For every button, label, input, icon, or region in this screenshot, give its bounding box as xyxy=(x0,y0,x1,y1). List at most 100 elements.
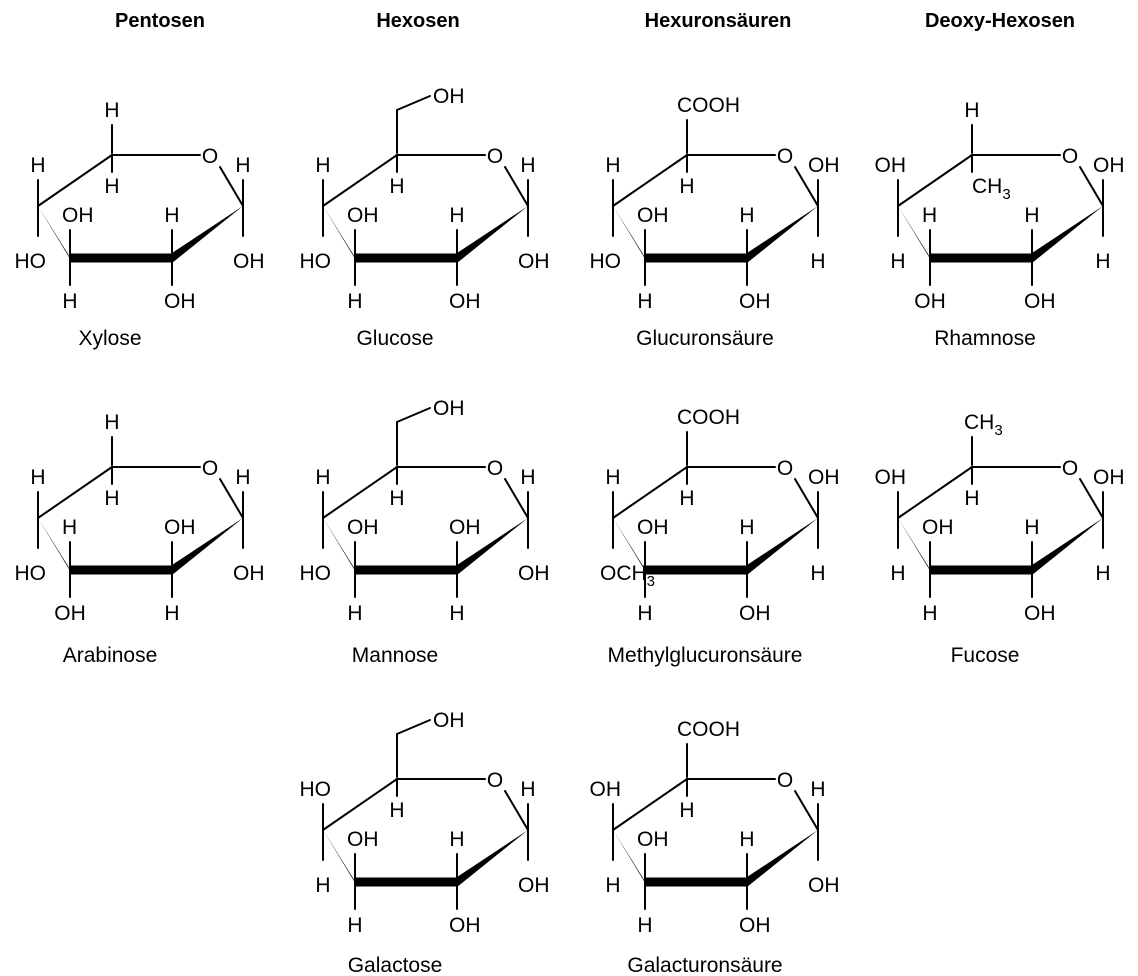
bond-c4-c5 xyxy=(37,154,113,207)
substituent-c5-up: OH xyxy=(433,709,465,732)
substituent-c1-down: OH xyxy=(518,250,550,273)
bond-o-c1 xyxy=(1079,166,1104,207)
substituent-c5-down: H xyxy=(104,487,119,510)
ring-oxygen: O xyxy=(1062,457,1078,480)
molecule-name: Methylglucuronsäure xyxy=(608,644,803,667)
substituent-c5-up: COOH xyxy=(677,94,740,117)
bond-c4-c3-wedge xyxy=(898,206,932,262)
substituent-c3-up: OH xyxy=(637,516,669,539)
substituent-c1-up: H xyxy=(235,466,250,489)
substituent-c3-down: H xyxy=(62,290,77,313)
substituent-c2-up: H xyxy=(449,204,464,227)
bond-c4-c3-wedge xyxy=(613,518,647,574)
bond-o-c1 xyxy=(219,166,244,207)
ring-oxygen: O xyxy=(202,457,218,480)
substituent-c2-down: H xyxy=(449,602,464,625)
substituent-c1-up: OH xyxy=(808,154,840,177)
substituent-c5-up: H xyxy=(104,411,119,434)
ring-oxygen: O xyxy=(487,145,503,168)
substituent-c1-up: H xyxy=(520,154,535,177)
bond-o-c1 xyxy=(794,790,819,831)
substituent-c3-up: H xyxy=(62,516,77,539)
substituent-c4-up: HO xyxy=(300,778,332,801)
substituent-c3-down: OH xyxy=(54,602,86,625)
substituent-c1-down: H xyxy=(810,562,825,585)
ring-oxygen: O xyxy=(487,457,503,480)
bond-c2-c1-wedge xyxy=(457,518,528,575)
substituent-c1-down: OH xyxy=(518,562,550,585)
substituent-c2-up: H xyxy=(739,204,754,227)
bond-c4-c5 xyxy=(322,154,398,207)
substituent-c1-down: OH xyxy=(808,874,840,897)
substituent-c3-up: OH xyxy=(62,204,94,227)
bond-c2-c1-wedge xyxy=(172,206,243,263)
column-headers: Pentosen Hexosen Hexuronsäuren Deoxy-Hex… xyxy=(115,10,1075,32)
bond-o-c1 xyxy=(504,478,529,519)
ring-oxygen: O xyxy=(487,769,503,792)
substituent-c3-down: H xyxy=(347,602,362,625)
substituent-c4-up: H xyxy=(315,466,330,489)
bond-ch2-oh xyxy=(396,719,431,735)
ring-oxygen: O xyxy=(1062,145,1078,168)
substituent-c4-down: H xyxy=(605,874,620,897)
substituent-c1-down: OH xyxy=(233,562,265,585)
bond-o-c1 xyxy=(794,166,819,207)
substituent-c5-down: H xyxy=(389,799,404,822)
substituent-c2-up: OH xyxy=(449,516,481,539)
substituent-c4-down: HO xyxy=(15,250,47,273)
substituent-c4-down: H xyxy=(890,250,905,273)
substituent-c2-up: H xyxy=(1024,516,1039,539)
bond-c4-c5 xyxy=(897,154,973,207)
bond-c2-c1-wedge xyxy=(747,830,818,887)
bond-c4-c5 xyxy=(322,466,398,519)
substituent-c1-up: H xyxy=(520,466,535,489)
substituent-c5-up: OH xyxy=(433,85,465,108)
substituent-c5-down: H xyxy=(389,487,404,510)
substituent-c5-up: OH xyxy=(433,397,465,420)
ring-oxygen: O xyxy=(777,769,793,792)
bond-c2-c1-wedge xyxy=(457,830,528,887)
substituent-c5-down: H xyxy=(679,487,694,510)
substituent-c5-up: CH3 xyxy=(964,411,1003,439)
substituent-c3-up: H xyxy=(922,204,937,227)
substituent-c3-down: H xyxy=(637,602,652,625)
substituent-c3-down: H xyxy=(347,914,362,937)
substituent-c4-down: H xyxy=(890,562,905,585)
bond-c4-c3-wedge xyxy=(38,206,72,262)
substituent-c2-up: H xyxy=(164,204,179,227)
substituent-c1-up: OH xyxy=(1093,466,1125,489)
substituent-c4-up: OH xyxy=(875,466,907,489)
substituent-c5-down: H xyxy=(389,175,404,198)
substituent-c2-down: OH xyxy=(739,602,771,625)
substituent-c2-up: H xyxy=(739,516,754,539)
molecule-grid: OHHHHOOHHHOHHOHXyloseOOHHHHOOHHHOHHOHGlu… xyxy=(15,85,1125,976)
header-pentosen: Pentosen xyxy=(115,10,205,32)
substituent-c4-up: H xyxy=(30,154,45,177)
substituent-c5-down: H xyxy=(104,175,119,198)
substituent-c3-up: OH xyxy=(637,828,669,851)
substituent-c3-up: OH xyxy=(347,516,379,539)
substituent-c4-down: HO xyxy=(15,562,47,585)
substituent-c1-up: H xyxy=(810,778,825,801)
substituent-c1-down: OH xyxy=(518,874,550,897)
molecule-name: Xylose xyxy=(78,327,141,350)
substituent-c3-up: OH xyxy=(637,204,669,227)
substituent-c4-down: OCH3 xyxy=(600,562,655,590)
substituent-c4-down: HO xyxy=(590,250,622,273)
substituent-c5-up: H xyxy=(964,99,979,122)
bond-c4-c5 xyxy=(897,466,973,519)
substituent-c1-up: OH xyxy=(1093,154,1125,177)
bond-c4-c3-wedge xyxy=(613,206,647,262)
molecule-name: Rhamnose xyxy=(934,327,1036,350)
molecule-name: Mannose xyxy=(352,644,438,667)
substituent-c2-down: OH xyxy=(449,290,481,313)
bond-c4-c3-wedge xyxy=(323,518,357,574)
substituent-c2-down: OH xyxy=(739,290,771,313)
header-hexuronsaeuren: Hexuronsäuren xyxy=(645,10,792,32)
bond-o-c1 xyxy=(1079,478,1104,519)
substituent-c1-up: H xyxy=(520,778,535,801)
substituent-c3-up: OH xyxy=(347,828,379,851)
